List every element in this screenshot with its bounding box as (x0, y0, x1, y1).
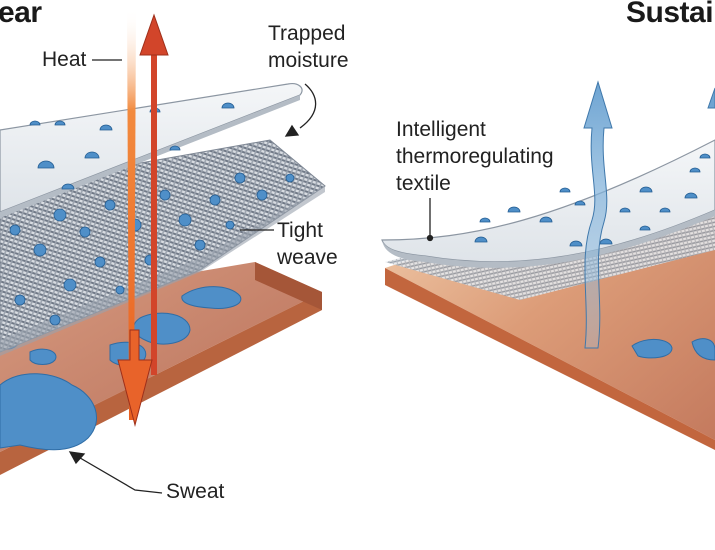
label-heat: Heat (42, 48, 87, 71)
label-sweat: Sweat (166, 480, 225, 503)
leader-lines-left (68, 59, 317, 494)
label-trapped-moisture: Trapped moisture (268, 22, 349, 72)
vapor-arrow (583, 80, 613, 349)
right-fabric-layer (381, 139, 715, 268)
right-sweat-puddles (631, 338, 715, 361)
heat-arrow (127, 8, 136, 420)
label-tight-weave: Tight weave (277, 219, 338, 269)
section-title-left: ear (0, 0, 42, 29)
weave-droplets (9, 172, 295, 326)
label-intelligent-textile: Intelligent thermoregulating textile (396, 118, 554, 195)
fabric-droplets (29, 102, 235, 190)
leader-line-right (426, 198, 434, 242)
vapor-arrow-partial (707, 87, 715, 109)
right-fabric-droplets (474, 153, 711, 247)
blocked-heat-arrow (117, 13, 169, 427)
section-title-right: Sustai (626, 0, 714, 29)
tight-weave-mesh (0, 139, 326, 356)
